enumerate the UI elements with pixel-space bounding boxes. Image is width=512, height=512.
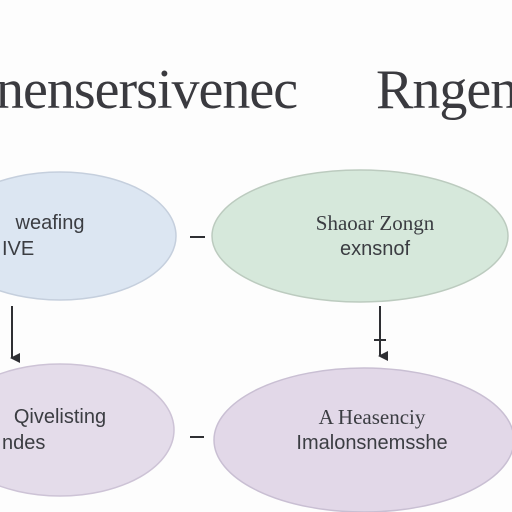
title-right-text: Rngen xyxy=(376,59,512,121)
node-bottom-left-label: Qivelisting ndes xyxy=(0,404,140,456)
node-top-right-line2: exnsnof xyxy=(339,238,411,260)
diagram-title: nensersivenec Rngen xyxy=(0,50,512,130)
node-bottom-left-ellipse xyxy=(0,363,175,497)
node-bottom-right-label: A Heasenciy Imalonsnemsshe xyxy=(262,404,482,456)
node-top-right-ellipse xyxy=(211,169,509,303)
node-top-left-line2: IVE xyxy=(2,238,35,260)
title-left-text: nensersivenec xyxy=(0,59,298,121)
node-top-right-label: Shaoar Zongn exnsnof xyxy=(280,210,470,262)
node-bottom-right-ellipse xyxy=(213,367,512,512)
node-top-left-ellipse xyxy=(0,171,177,301)
node-bottom-right-line2: Imalonsnemsshe xyxy=(296,432,448,454)
node-top-left-line1: weafing xyxy=(15,212,85,234)
node-bottom-left-line2: ndes xyxy=(2,432,46,454)
node-top-left-label: weafing IVE xyxy=(0,210,130,262)
node-bottom-left-line1: Qivelisting xyxy=(13,406,107,428)
node-top-right-line1: Shaoar Zongn xyxy=(315,211,435,235)
node-bottom-right-line1: A Heasenciy xyxy=(318,405,426,429)
